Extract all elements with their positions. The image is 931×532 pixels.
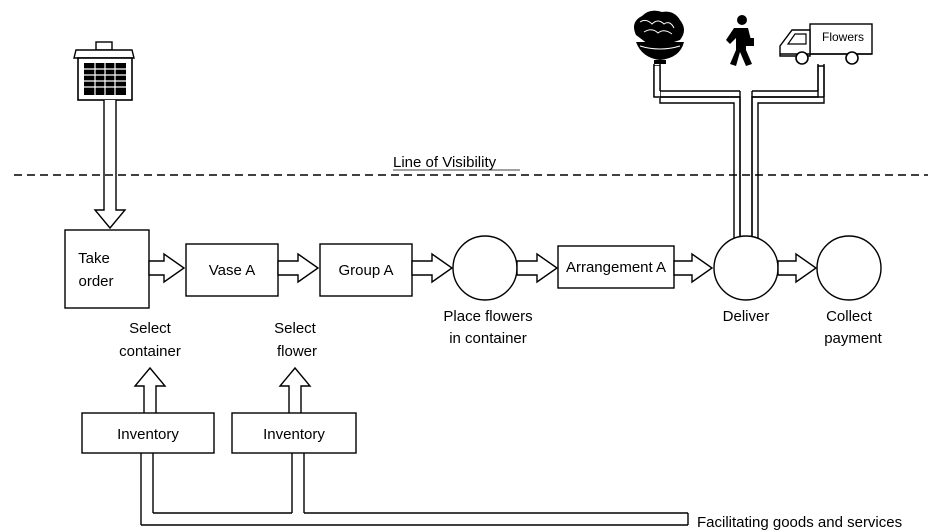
arrow-inventory-to-flower	[278, 366, 312, 413]
facilitating-goods-pipe: Facilitating goods and services	[140, 453, 902, 531]
take-order-label-line1: Take	[78, 250, 110, 267]
select-container-label-line2: container	[119, 343, 181, 360]
step-vase: Vase A	[185, 243, 279, 297]
arrow-vase-to-group	[277, 252, 320, 284]
vase-label: Vase A	[209, 262, 255, 279]
arrangement-label: Arrangement A	[566, 259, 666, 276]
step-arrangement: Arrangement A	[557, 245, 675, 289]
group-label: Group A	[338, 262, 393, 279]
line-of-visibility: Line of Visibility	[14, 154, 928, 176]
step-deliver: Deliver	[713, 235, 779, 325]
select-flower-label-line1: Select	[274, 320, 317, 337]
arrow-order-to-vase	[148, 252, 186, 284]
select-flower-label-line2: flower	[277, 343, 317, 360]
inventory-2-label: Inventory	[263, 426, 325, 443]
arrow-arrangement-to-deliver	[673, 252, 714, 284]
line-of-visibility-label: Line of Visibility	[393, 154, 497, 171]
telephone-icon	[73, 41, 135, 101]
order-channel-arrow	[93, 100, 127, 230]
delivery-pipe	[653, 64, 825, 241]
arrow-group-to-place	[411, 252, 454, 284]
inventory-1-label: Inventory	[117, 426, 179, 443]
collect-payment-label-line2: payment	[824, 330, 882, 347]
arrow-inventory-to-container	[133, 366, 167, 413]
step-group: Group A	[319, 243, 413, 297]
delivery-truck-icon: Flowers	[779, 23, 873, 65]
select-container-label-line1: Select	[129, 320, 172, 337]
deliver-label: Deliver	[723, 308, 770, 325]
take-order-label-line2: order	[78, 273, 113, 290]
step-take-order: Take order	[64, 229, 150, 309]
inventory-box-2: Inventory	[231, 412, 357, 454]
delivery-person-icon	[726, 15, 754, 66]
flower-bouquet-icon	[634, 10, 684, 64]
arrow-place-to-arrangement	[516, 252, 559, 284]
collect-payment-label-line1: Collect	[826, 308, 873, 325]
inventory-box-1: Inventory	[81, 412, 215, 454]
place-flowers-label-line1: Place flowers	[443, 308, 532, 325]
step-place-flowers: Place flowers in container	[443, 235, 533, 347]
truck-label: Flowers	[822, 30, 864, 44]
arrow-deliver-to-payment	[777, 252, 818, 284]
facilitating-goods-label: Facilitating goods and services	[697, 514, 902, 531]
place-flowers-label-line2: in container	[449, 330, 527, 347]
step-collect-payment: Collect payment	[816, 235, 883, 347]
